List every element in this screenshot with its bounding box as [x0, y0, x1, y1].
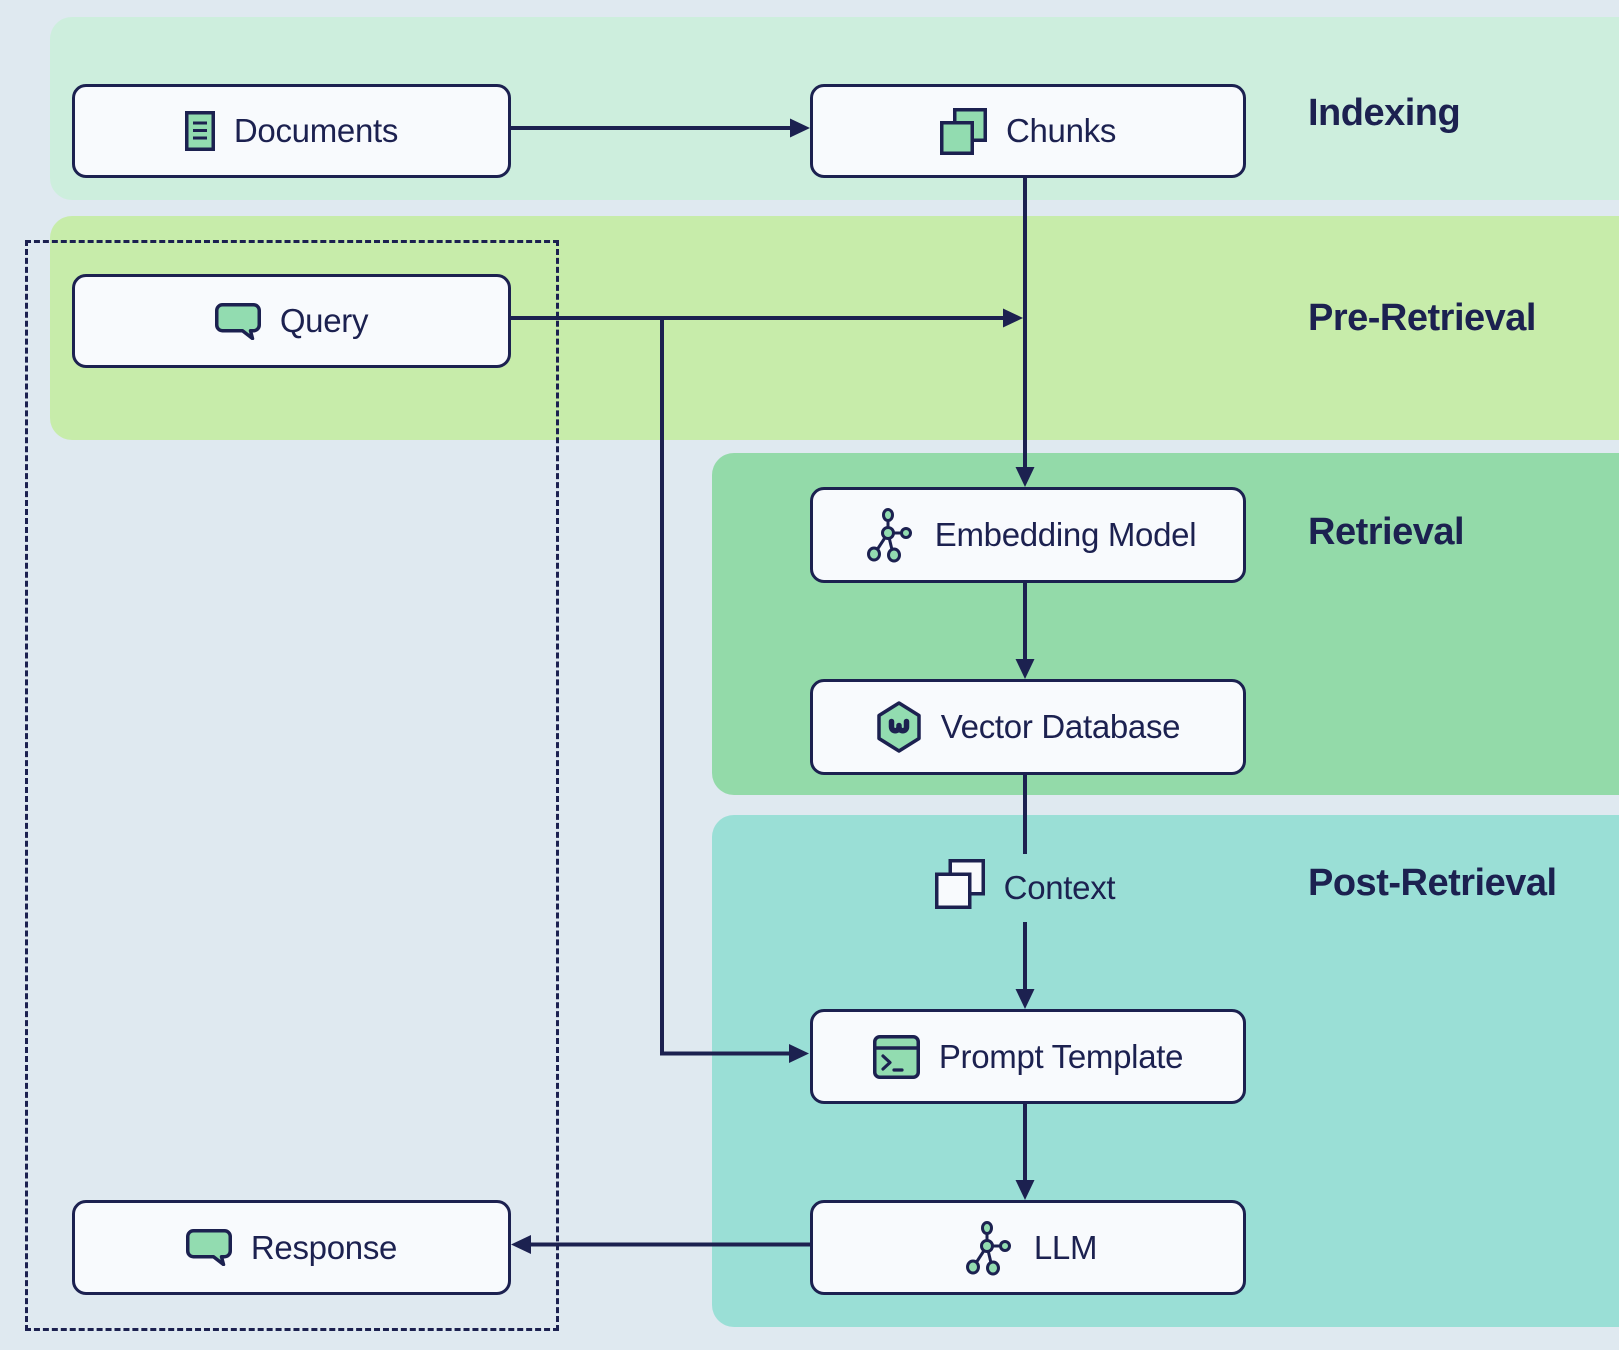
node-prompt-template: Prompt Template [810, 1009, 1246, 1104]
node-chunks: Chunks [810, 84, 1246, 178]
query-response-dashed-group [25, 240, 559, 1331]
node-label: Context [1003, 869, 1116, 906]
node-label: Documents [233, 112, 399, 149]
network-graph-icon [959, 1219, 1015, 1277]
node-label: Embedding Model [934, 516, 1197, 553]
node-label: Vector Database [940, 708, 1181, 745]
node-response: Response [72, 1200, 511, 1295]
node-vector-database: Vector Database [810, 679, 1246, 775]
copies-icon [934, 859, 985, 917]
chunks-icon [939, 107, 987, 155]
section-label-post-retrieval: Post-Retrieval [1308, 862, 1557, 904]
node-label: Query [279, 302, 369, 339]
node-label: Response [250, 1228, 398, 1266]
chat-bubble-icon [185, 1229, 232, 1266]
hexagon-vector-icon [876, 701, 922, 753]
section-label-retrieval: Retrieval [1308, 511, 1465, 553]
node-embedding-model: Embedding Model [810, 487, 1246, 583]
node-label: LLM [1033, 1228, 1098, 1266]
section-label-indexing: Indexing [1308, 92, 1461, 134]
section-label-pre-retrieval: Pre-Retrieval [1308, 297, 1536, 339]
node-label: Chunks [1005, 112, 1117, 149]
node-documents: Documents [72, 84, 511, 178]
node-label: Prompt Template [938, 1037, 1184, 1075]
node-query: Query [72, 274, 511, 368]
node-context: Context [810, 856, 1240, 920]
node-llm: LLM [810, 1200, 1246, 1295]
document-icon [184, 111, 215, 151]
terminal-icon [872, 1034, 920, 1079]
chat-bubble-icon [214, 302, 261, 340]
network-graph-icon [860, 506, 916, 564]
